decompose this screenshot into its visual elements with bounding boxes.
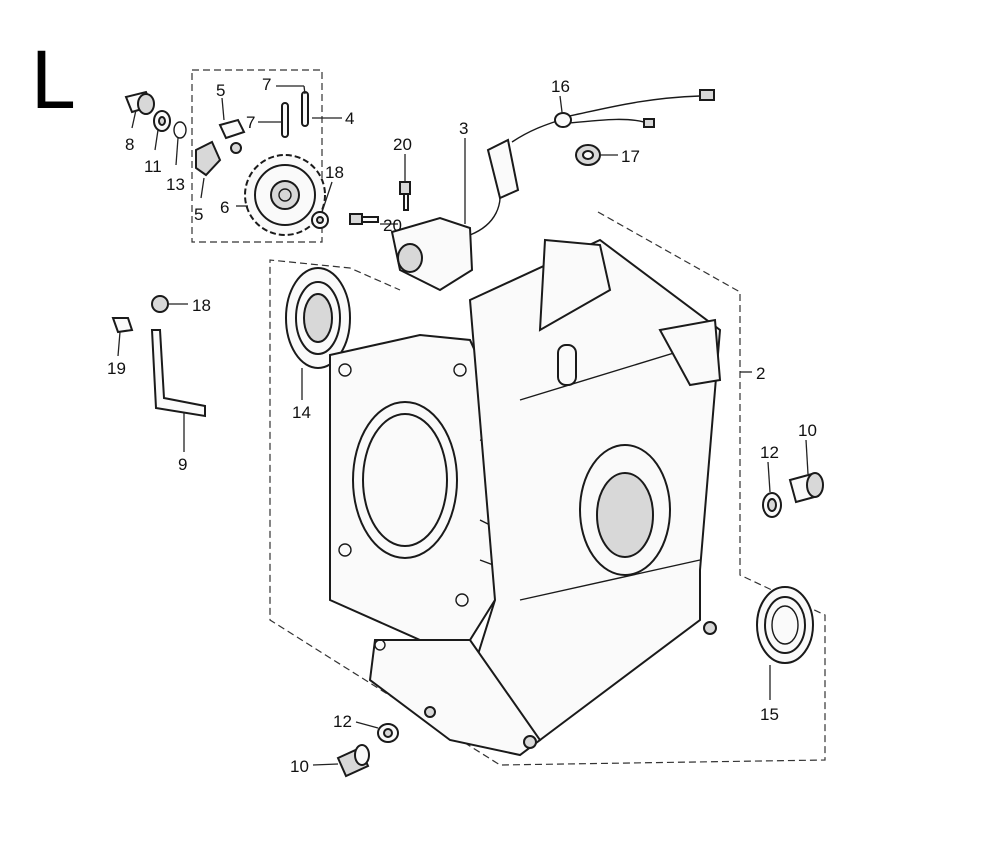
callout-18-upper: 18 bbox=[325, 163, 344, 182]
leader-lines bbox=[117, 85, 809, 766]
callout-15: 15 bbox=[760, 705, 779, 724]
part-10-plug-bottom bbox=[336, 744, 370, 778]
callout-3: 3 bbox=[459, 119, 468, 138]
callout-6: 6 bbox=[220, 198, 229, 217]
part-20-bolt-upper bbox=[399, 181, 411, 211]
part-3-oil-switch bbox=[390, 119, 561, 292]
section-letter: L bbox=[30, 37, 74, 127]
part-10-plug-right bbox=[788, 472, 824, 504]
part-12-washer-bottom bbox=[377, 723, 399, 743]
part-5-clip-lower bbox=[195, 140, 222, 177]
callout-5-lower: 5 bbox=[194, 205, 203, 224]
part-17-grommet bbox=[575, 144, 601, 166]
callout-20-upper: 20 bbox=[393, 135, 412, 154]
part-20-bolt-lower bbox=[349, 213, 379, 225]
callout-8: 8 bbox=[125, 135, 134, 154]
callout-10-bottom: 10 bbox=[290, 757, 309, 776]
part-7-pins bbox=[281, 91, 309, 138]
part-12-washer-right bbox=[762, 492, 782, 518]
callout-4: 4 bbox=[345, 109, 354, 128]
callout-17: 17 bbox=[621, 147, 640, 166]
callout-18-lower: 18 bbox=[192, 296, 211, 315]
callout-labels: 8 11 13 5 5 7 7 4 6 18 20 20 3 16 17 18 … bbox=[107, 75, 817, 776]
callout-16: 16 bbox=[551, 77, 570, 96]
part-6-gear bbox=[244, 154, 326, 236]
part-18-washer-upper bbox=[311, 211, 329, 229]
part-2-crankcase bbox=[329, 238, 722, 757]
subassembly-4-border bbox=[191, 69, 323, 243]
part-8-pin bbox=[124, 90, 155, 115]
callout-11: 11 bbox=[144, 157, 162, 176]
part-11-washer bbox=[153, 110, 171, 132]
callout-20-lower: 20 bbox=[383, 216, 402, 235]
callout-12-right: 12 bbox=[760, 443, 779, 462]
callout-10-right: 10 bbox=[798, 421, 817, 440]
part-15-oil-seal bbox=[756, 586, 814, 664]
callout-5-upper: 5 bbox=[216, 81, 225, 100]
callout-7-lower: 7 bbox=[246, 113, 255, 132]
part-14-bearing bbox=[285, 267, 351, 369]
part-5-clip-upper bbox=[218, 118, 246, 154]
part-18-washer-lower bbox=[151, 295, 169, 313]
callout-13: 13 bbox=[166, 175, 185, 194]
callout-9: 9 bbox=[178, 455, 187, 474]
callout-7-upper: 7 bbox=[262, 75, 271, 94]
crankcase-assembly-border bbox=[269, 211, 826, 766]
callout-19: 19 bbox=[107, 359, 126, 378]
callout-12-bottom: 12 bbox=[333, 712, 352, 731]
callout-2: 2 bbox=[756, 364, 765, 383]
callout-14: 14 bbox=[292, 403, 311, 422]
part-16-wire-harness bbox=[554, 89, 715, 128]
part-13-oring bbox=[173, 121, 187, 139]
part-19-clip bbox=[111, 317, 134, 334]
part-9-breather-tube bbox=[150, 329, 206, 418]
